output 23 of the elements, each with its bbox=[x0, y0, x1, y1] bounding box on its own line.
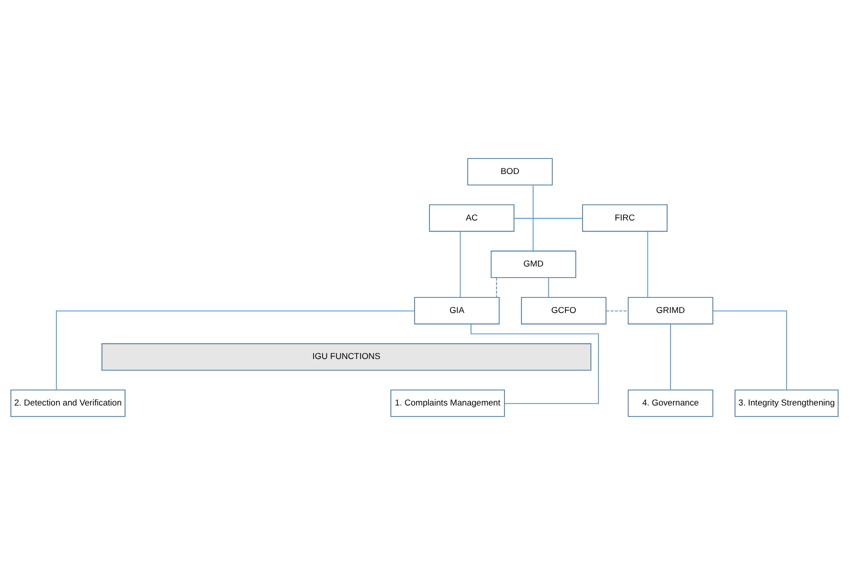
node-box: GMD bbox=[490, 250, 576, 278]
connector bbox=[712, 310, 788, 390]
node-box: GRIMD bbox=[628, 296, 714, 324]
node-box: BOD bbox=[467, 158, 553, 186]
connector bbox=[670, 324, 671, 390]
node-box: 3. Integrity Strengthening bbox=[734, 390, 839, 417]
node-box: FIRC bbox=[582, 204, 668, 232]
connector bbox=[647, 231, 648, 298]
connector bbox=[496, 277, 497, 298]
connector bbox=[514, 218, 583, 219]
connector bbox=[460, 231, 461, 298]
node-box: 2. Detection and Verification bbox=[10, 390, 126, 417]
node-box: GCFO bbox=[521, 296, 606, 324]
node-box: GIA bbox=[414, 296, 500, 324]
node-box: 1. Complaints Management bbox=[390, 390, 505, 417]
connector bbox=[470, 324, 599, 404]
connector bbox=[606, 310, 629, 312]
node-box: 4. Governance bbox=[628, 390, 714, 417]
connector bbox=[56, 310, 416, 390]
connector bbox=[548, 277, 550, 298]
connector bbox=[532, 184, 534, 252]
node-box: AC bbox=[429, 204, 514, 232]
node-box: IGU FUNCTIONS bbox=[102, 343, 592, 371]
